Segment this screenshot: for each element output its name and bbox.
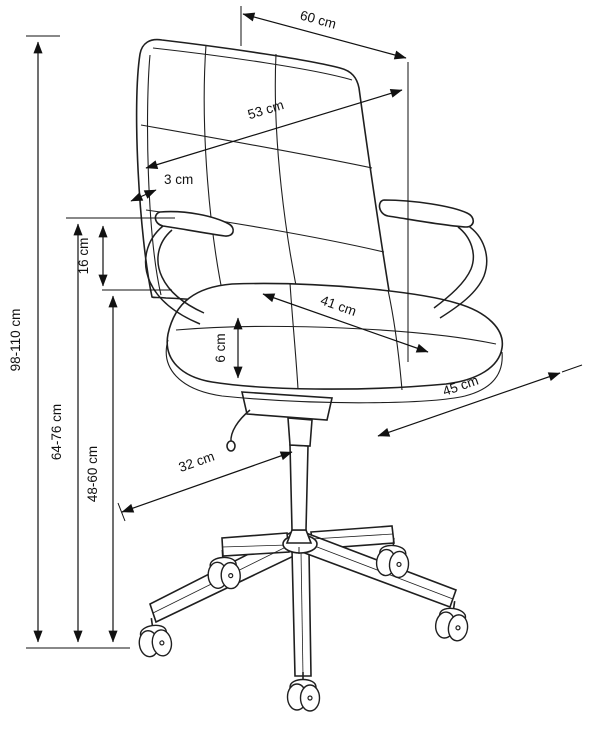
caster-right-icon — [433, 598, 472, 643]
five-star-base — [149, 525, 458, 677]
caster-front-icon — [286, 671, 321, 712]
dim-label-base-leg-reach: 32 cm — [177, 449, 217, 475]
gas-lift-column — [285, 404, 313, 556]
dim-label-backrest-seat-gap: 16 cm — [76, 238, 91, 275]
backrest-side-edge — [146, 54, 162, 296]
height-lever — [230, 409, 251, 443]
dim-label-seat-thickness: 6 cm — [213, 333, 228, 362]
dim-label-armrest-height: 64-76 cm — [49, 404, 64, 460]
tilt-mechanism — [226, 391, 333, 452]
dim-label-seat-height: 48-60 cm — [85, 446, 100, 502]
dim-label-top-width: 60 cm — [298, 8, 337, 32]
dim-label-total-height: 98-110 cm — [8, 309, 23, 372]
caster-left-icon — [135, 615, 174, 660]
dim-label-backrest-thickness: 3 cm — [164, 172, 193, 187]
armrest-right — [378, 199, 488, 319]
